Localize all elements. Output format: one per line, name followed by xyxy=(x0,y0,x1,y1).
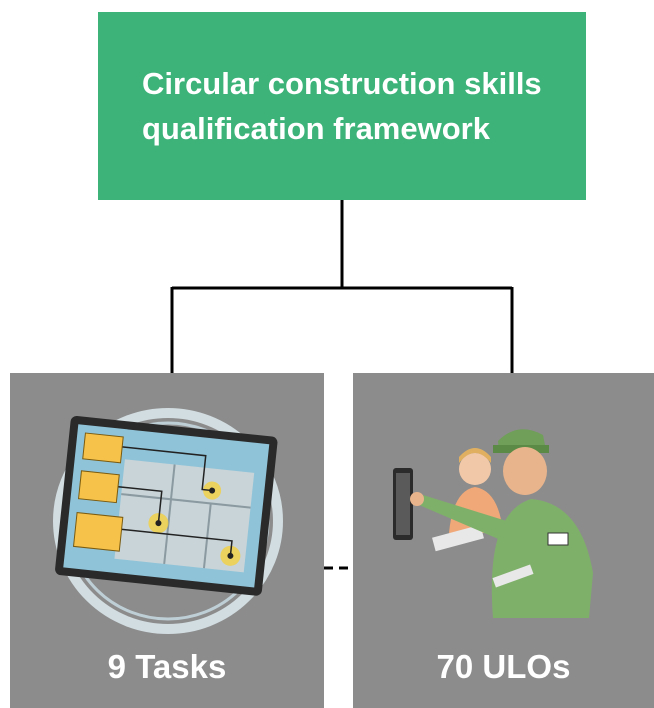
tasks-label: 9 Tasks xyxy=(107,648,227,685)
ulos-card: 70 ULOs xyxy=(353,373,654,708)
framework-title-line2: qualification framework xyxy=(142,111,490,146)
ulos-label: 70 ULOs xyxy=(436,648,571,685)
tablet-floorplan-icon xyxy=(53,408,283,634)
framework-box: Circular construction skills qualificati… xyxy=(98,12,586,200)
tasks-card: 9 Tasks xyxy=(10,373,324,708)
framework-title-line1: Circular construction skills xyxy=(142,66,542,101)
framework-title: Circular construction skills qualificati… xyxy=(142,61,562,151)
workers-panel-icon xyxy=(393,429,593,618)
